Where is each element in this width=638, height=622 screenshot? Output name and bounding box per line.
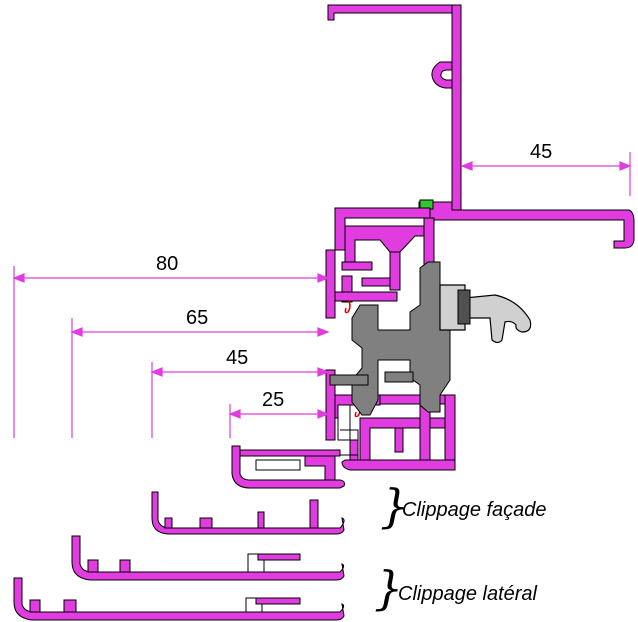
inner-clip — [337, 404, 359, 456]
brace-lateral: } — [374, 561, 403, 615]
clip-facade-1 — [151, 491, 345, 535]
caption-lateral: Clippage latéral — [398, 583, 538, 605]
gray-gasket — [329, 261, 451, 416]
main-frame-profile — [325, 207, 456, 471]
dim-45-top: 45 — [530, 141, 552, 163]
caption-facade: Clippage façade — [402, 499, 547, 521]
dim-80: 80 — [156, 253, 178, 275]
upper-frame-profile — [327, 4, 635, 249]
brace-facade: } — [380, 479, 409, 533]
clip-small — [231, 445, 345, 489]
handle-gasket — [439, 284, 532, 344]
dim-25: 25 — [262, 389, 284, 411]
clip-lateral-1 — [71, 535, 345, 581]
clip-lateral-2 — [13, 577, 345, 621]
dim-45-left: 45 — [226, 347, 248, 369]
dim-65: 65 — [186, 307, 208, 329]
dimension-lines — [12, 152, 632, 438]
